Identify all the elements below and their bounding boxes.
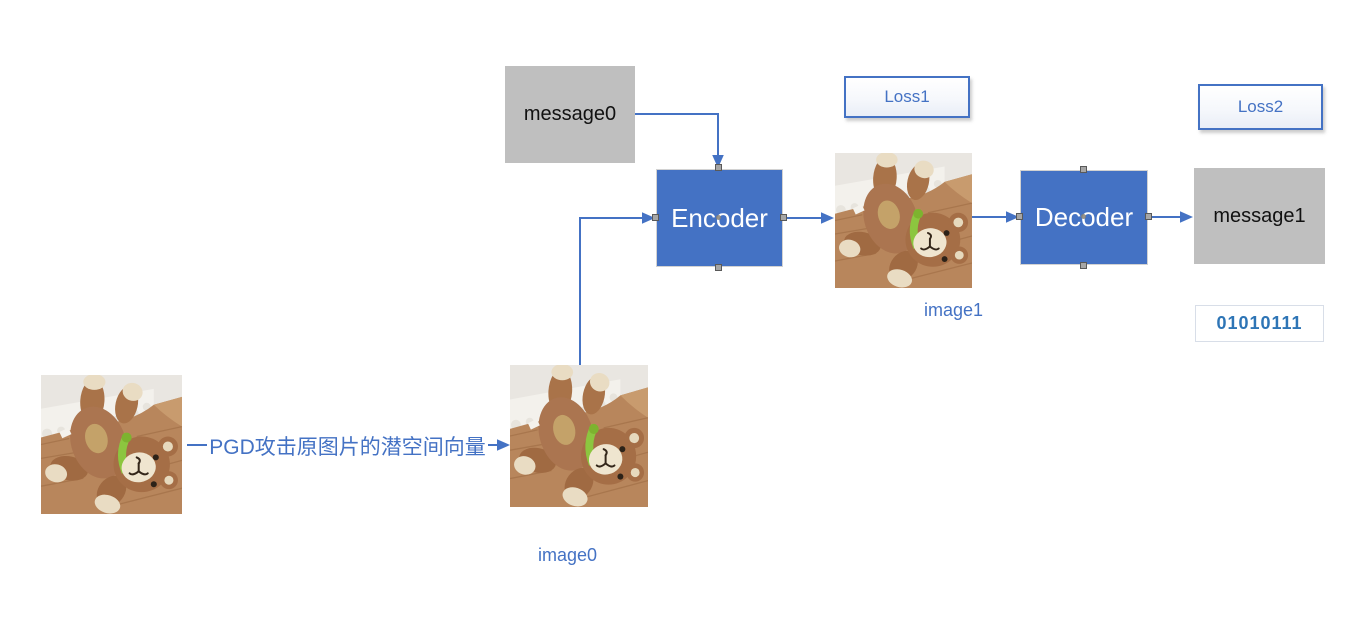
- loss2-box[interactable]: Loss2: [1198, 84, 1323, 130]
- loss2-label: Loss2: [1237, 97, 1284, 116]
- image0-caption: image0: [538, 545, 598, 565]
- encoder-handle-left[interactable]: [652, 214, 659, 221]
- message1-label: message1: [1213, 204, 1306, 227]
- connector-image0-to-encoder[interactable]: [579, 217, 642, 366]
- source-teddy-photo[interactable]: [41, 375, 182, 514]
- decoder-handle-top[interactable]: [1080, 166, 1087, 173]
- encoder-handle-right[interactable]: [780, 214, 787, 221]
- encoder-handle-bottom[interactable]: [715, 264, 722, 271]
- image0-teddy-photo[interactable]: [510, 365, 648, 507]
- encoder-handle-top[interactable]: [715, 164, 722, 171]
- loss1-box[interactable]: Loss1: [844, 76, 970, 118]
- image1-caption: image1: [924, 300, 984, 320]
- message1-box[interactable]: message1: [1194, 168, 1325, 264]
- arrowhead-right-icon: [821, 212, 834, 224]
- bitstring-label: 01010111: [1216, 313, 1303, 333]
- decoder-handle-bottom[interactable]: [1080, 262, 1087, 269]
- arrowhead-right-icon: [497, 439, 510, 451]
- connector-message0-to-encoder[interactable]: [635, 113, 719, 156]
- loss1-label: Loss1: [884, 87, 930, 106]
- decoder-handle-right[interactable]: [1145, 213, 1152, 220]
- arrowhead-right-icon: [1180, 211, 1193, 223]
- bitstring-box[interactable]: 01010111: [1195, 305, 1324, 342]
- decoder-handle-left[interactable]: [1016, 213, 1023, 220]
- message0-label: message0: [523, 103, 617, 125]
- image1-teddy-photo[interactable]: [835, 153, 972, 288]
- message0-box[interactable]: message0: [505, 66, 635, 163]
- decoder-center-point: [1081, 214, 1086, 219]
- pgd-attack-arrow-label[interactable]: PGD攻击原图片的潜空间向量: [209, 436, 486, 459]
- encoder-center-point: [716, 215, 721, 220]
